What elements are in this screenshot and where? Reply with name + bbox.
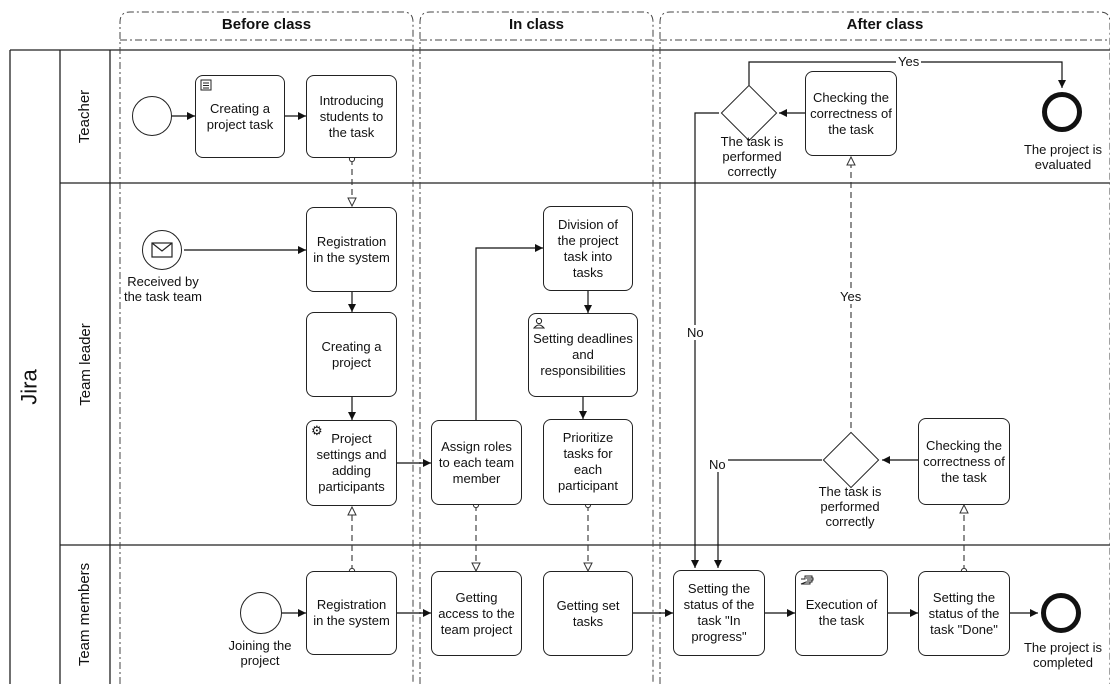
task-label: Setting the status of the task "In progr… <box>683 581 755 644</box>
task-getting-set-tasks[interactable]: Getting set tasks <box>543 571 633 656</box>
task-checking-teacher[interactable]: Checking the correctness of the task <box>805 71 897 156</box>
task-project-settings[interactable]: ⚙ Project settings and adding participan… <box>306 420 397 506</box>
lane-team-leader: Team leader <box>60 183 110 545</box>
task-label: Getting set tasks <box>556 597 620 629</box>
start-event-joining-label: Joining the project <box>228 638 292 668</box>
start-event-message <box>142 230 182 270</box>
task-label: Introducing students to the task <box>319 92 384 140</box>
end-event-completed <box>1041 593 1081 633</box>
start-event-teacher <box>132 96 172 136</box>
phase-title-before: Before class <box>221 16 312 33</box>
pool-label: Jira <box>10 90 50 684</box>
task-registration-leader[interactable]: Registration in the system <box>306 207 397 292</box>
task-label: Creating a project task <box>206 100 274 132</box>
task-registration-member[interactable]: Registration in the system <box>306 571 397 655</box>
task-label: Checking the correctness of the task <box>923 437 1005 485</box>
task-label: Getting access to the team project <box>438 589 515 637</box>
task-label: Registration in the system <box>313 597 390 628</box>
task-label: Checking the correctness of the task <box>810 89 892 137</box>
task-status-done[interactable]: Setting the status of the task "Done" <box>918 571 1010 656</box>
task-label: Division of the project task into tasks <box>557 216 619 280</box>
hand-icon <box>800 574 814 588</box>
gateway-leader-label: The task is performed correctly <box>818 484 882 529</box>
end-event-evaluated-label: The project is evaluated <box>1023 142 1103 172</box>
phase-title-in: In class <box>508 16 565 33</box>
end-event-completed-label: The project is completed <box>1023 640 1103 670</box>
task-label: Prioritize tasks for each participant <box>558 430 618 493</box>
start-event-joining <box>240 592 282 634</box>
task-label: Setting the status of the task "Done" <box>928 589 1000 637</box>
task-label: Project settings and adding participants <box>316 431 387 494</box>
task-label: Registration in the system <box>313 233 390 265</box>
task-introducing-students[interactable]: Introducing students to the task <box>306 75 397 158</box>
task-label: Creating a project <box>321 338 382 370</box>
envelope-icon <box>151 242 173 258</box>
lane-teacher: Teacher <box>60 50 110 183</box>
task-label: Assign roles to each team member <box>438 438 515 486</box>
lane-team-members: Team members <box>60 545 110 684</box>
gateway-teacher-label: The task is performed correctly <box>720 134 784 179</box>
user-icon <box>532 317 546 331</box>
task-execution[interactable]: Execution of the task <box>795 570 888 656</box>
flow-label-yes-mid: Yes <box>838 289 864 304</box>
task-label: Execution of the task <box>805 597 878 628</box>
gear-icon: ⚙ <box>311 423 323 438</box>
start-event-message-label: Received by the task team <box>123 274 203 304</box>
flow-label-no-left: No <box>685 325 706 340</box>
flow-label-yes-top: Yes <box>896 54 922 69</box>
flow-label-no-mid: No <box>707 457 728 472</box>
task-status-in-progress[interactable]: Setting the status of the task "In progr… <box>673 570 765 656</box>
lane-team-leader-label: Team leader <box>76 322 94 406</box>
lane-teacher-label: Teacher <box>76 89 94 144</box>
task-prioritize[interactable]: Prioritize tasks for each participant <box>543 419 633 505</box>
phase-title-after: After class <box>846 16 924 33</box>
task-checking-leader[interactable]: Checking the correctness of the task <box>918 418 1010 505</box>
task-label: Setting deadlines and responsibilities <box>533 331 633 378</box>
script-icon <box>200 79 212 93</box>
task-division[interactable]: Division of the project task into tasks <box>543 206 633 291</box>
end-event-evaluated <box>1042 92 1082 132</box>
pool-label-text: Jira <box>16 369 42 405</box>
task-getting-access[interactable]: Getting access to the team project <box>431 571 522 656</box>
task-creating-project-task[interactable]: Creating a project task <box>195 75 285 158</box>
lane-team-members-label: Team members <box>76 562 94 667</box>
task-creating-project[interactable]: Creating a project <box>306 312 397 397</box>
task-assign-roles[interactable]: Assign roles to each team member <box>431 420 522 505</box>
phase-frames <box>119 11 1110 684</box>
task-setting-deadlines[interactable]: Setting deadlines and responsibilities <box>528 313 638 397</box>
